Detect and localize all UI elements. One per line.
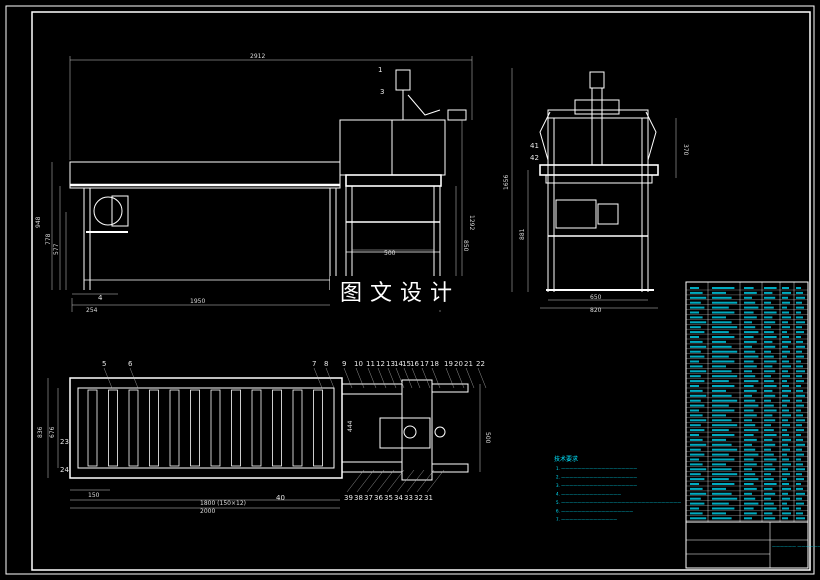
part-label-24: 24 (60, 466, 69, 474)
roller (251, 389, 262, 467)
part-label: 18 (430, 360, 439, 368)
part-label-3: 3 (380, 88, 384, 96)
top-dim-pitch-series: 1800 (150×12) (200, 500, 246, 507)
roller (292, 389, 303, 467)
notes-line: 7. —————————————— (556, 517, 617, 522)
side-dim-height-upper: 370 (682, 144, 689, 156)
part-label: 21 (464, 360, 473, 368)
notes-line: 4. ——————————————— (556, 492, 621, 497)
notes-lines: 1. ——————————————————— 2. ———————————————… (556, 466, 681, 522)
outer-border (5, 5, 815, 575)
inner-border (31, 11, 811, 571)
notes-line: 2. ——————————————————— (556, 475, 637, 480)
side-label-42: 42 (530, 154, 539, 162)
roller-set (87, 389, 323, 467)
parts-list-table (685, 281, 809, 569)
part-label: 7 (312, 360, 316, 368)
part-label: 32 (414, 494, 423, 502)
dim-height-upper: 778 (45, 233, 52, 245)
side-view (511, 68, 677, 309)
side-dim-height-total: 1656 (503, 175, 510, 190)
part-label: 8 (324, 360, 328, 368)
top-dim-end-width: 500 (484, 432, 491, 444)
roller (108, 389, 118, 467)
top-dim-width-inner: 676 (49, 426, 56, 438)
side-label-41: 41 (530, 142, 539, 150)
part-label: 20 (454, 360, 463, 368)
dim-bottom-length: 1950 (190, 298, 205, 305)
roller (313, 389, 323, 467)
notes-line: 6. —————————————————— (556, 509, 633, 514)
front-view (51, 56, 473, 312)
part-label: 12 (376, 360, 385, 368)
part-label-1: 1 (378, 66, 382, 74)
roller (87, 389, 98, 467)
roller (231, 389, 241, 467)
top-view (47, 377, 481, 509)
part-label: 5 (102, 360, 106, 368)
notes-line: 5. —————————————————————————————— (556, 500, 681, 505)
top-dim-length-total: 2000 (200, 508, 215, 515)
side-dim-height-lower: 881 (519, 228, 526, 240)
part-label-4: 4 (98, 294, 103, 302)
part-label: 22 (476, 360, 485, 368)
part-label: 39 (344, 494, 353, 502)
part-label: 9 (342, 360, 346, 368)
roller (272, 389, 282, 467)
notes-title: 技术要求 (554, 455, 578, 463)
part-label: 33 (404, 494, 413, 502)
dim-offset-left: 254 (86, 307, 98, 314)
part-label: 17 (420, 360, 429, 368)
top-dim-width-total: 836 (37, 426, 44, 438)
dim-height-right-lower: 850 (462, 240, 469, 252)
side-motor (555, 199, 597, 229)
part-label: 34 (394, 494, 403, 502)
dim-height-total: 948 (35, 216, 42, 228)
part-label: 35 (384, 494, 393, 502)
roller (190, 389, 200, 467)
part-label: 6 (128, 360, 133, 368)
part-label-23: 23 (60, 438, 69, 446)
roller (128, 389, 139, 467)
part-label: 10 (354, 360, 363, 368)
part-label: 36 (374, 494, 383, 502)
top-dim-mid-span: 444 (347, 420, 354, 432)
roller (210, 389, 221, 467)
part-label: 31 (424, 494, 433, 502)
part-label: 16 (410, 360, 419, 368)
dim-height-right: 1292 (468, 215, 475, 230)
part-label: 11 (366, 360, 375, 368)
title-block (685, 521, 809, 569)
top-frame (69, 377, 343, 479)
watermark-backdrop (330, 276, 496, 310)
notes-line: 3. ——————————————————— (556, 483, 637, 488)
title-block-drawing-title: —————— —————— (772, 544, 820, 549)
dim-overall-length: 2912 (250, 53, 265, 60)
part-label: 13 (386, 360, 395, 368)
watermark-text: 图文设计 (340, 281, 460, 306)
dim-span-500: 500 (384, 250, 396, 257)
part-label-40: 40 (276, 494, 285, 502)
side-dim-width-inner: 650 (590, 294, 602, 301)
motor-pulley (93, 196, 123, 226)
part-label: 14 (394, 360, 403, 368)
part-label: 37 (364, 494, 373, 502)
side-dim-width-outer: 820 (590, 307, 602, 314)
top-dim-pitch-first: 150 (88, 492, 100, 499)
top-drive-unit (379, 417, 431, 449)
dim-height-lower: 577 (53, 243, 60, 255)
notes-line: 1. ——————————————————— (556, 466, 637, 471)
roller (149, 389, 159, 467)
roller (169, 389, 180, 467)
part-label: 38 (354, 494, 363, 502)
part-label: 15 (402, 360, 411, 368)
part-label: 19 (444, 360, 453, 368)
